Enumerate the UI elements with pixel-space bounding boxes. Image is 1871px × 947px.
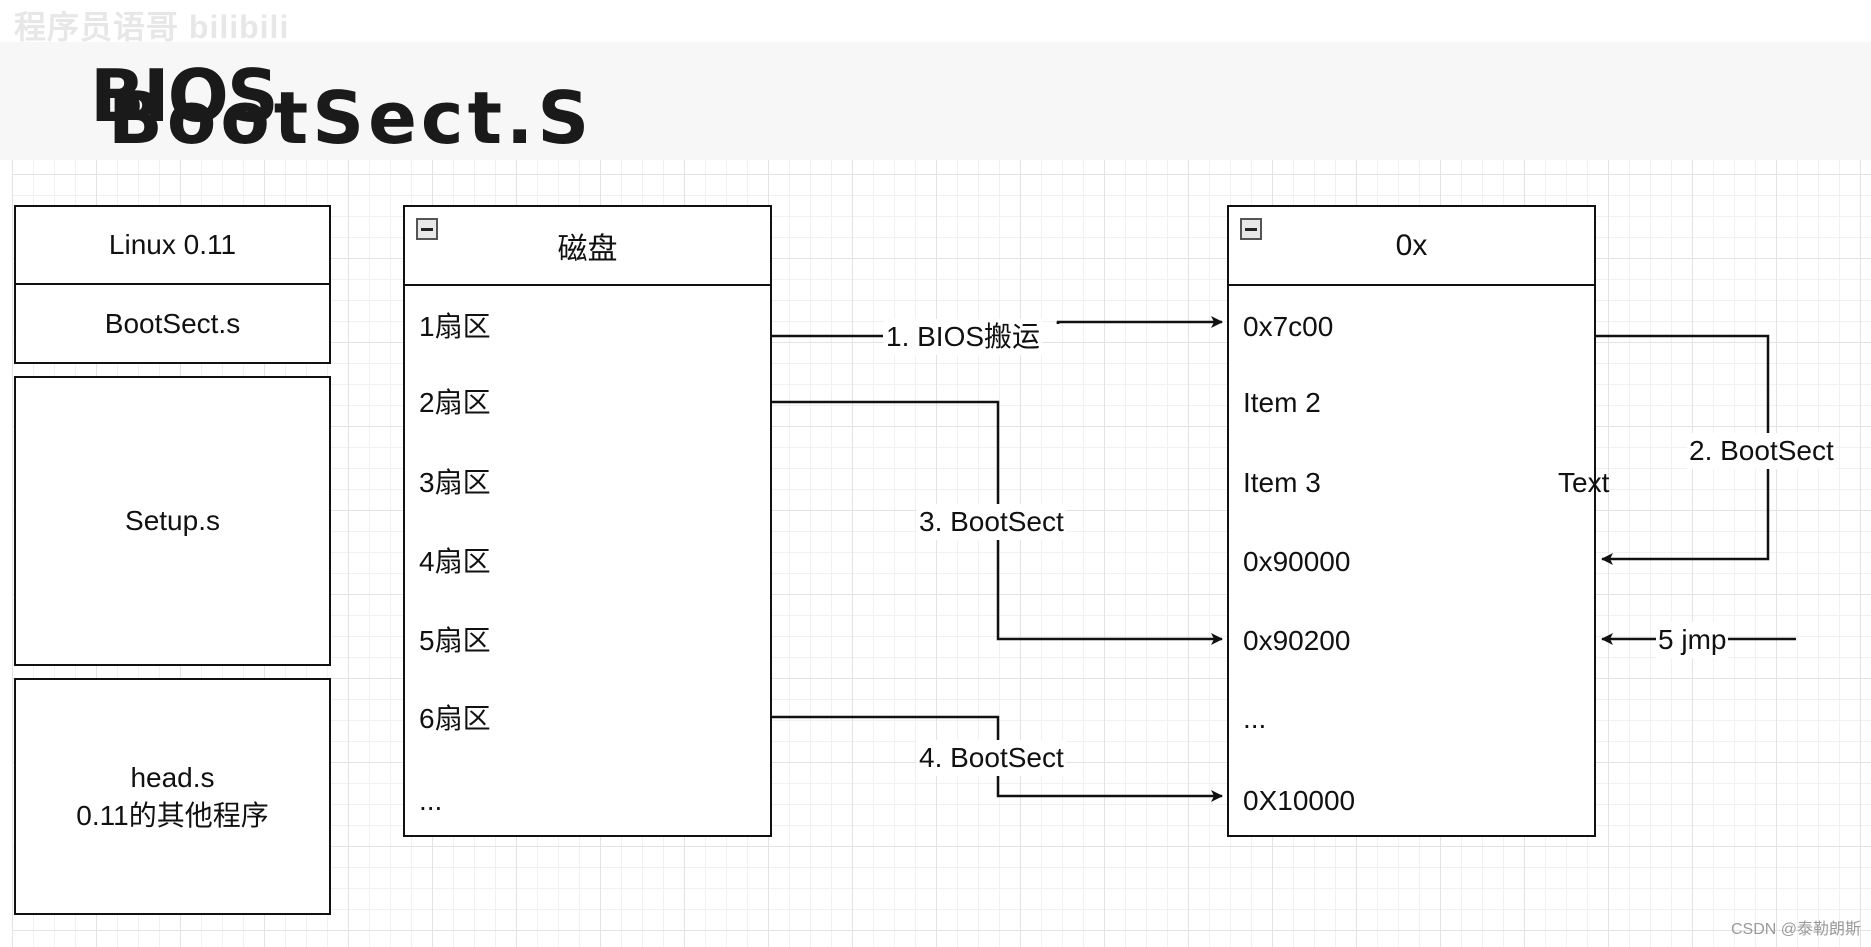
disk-row-2[interactable]: 2扇区 (419, 387, 491, 418)
memory-row-90200[interactable]: 0x90200 (1243, 625, 1351, 656)
disk-row-6[interactable]: 6扇区 (419, 703, 491, 734)
stack-box-head[interactable]: head.s 0.11的其他程序 (14, 678, 331, 915)
stack-label-head: head.s (130, 761, 215, 793)
memory-row-7c00[interactable]: 0x7c00 (1243, 311, 1334, 342)
slide-title-bootsect: BootSect.S (108, 76, 594, 160)
stack-label-bootsect: BootSect.s (104, 307, 241, 339)
memory-row-item-2[interactable]: Item 2 (1243, 387, 1321, 418)
memory-lane-title: 0x (1395, 228, 1428, 262)
disk-row-1[interactable]: 1扇区 (419, 311, 491, 342)
memory-lane[interactable]: 0x 0x7c00 Item 2 Item 3 0x90000 0x90200 … (1227, 205, 1596, 837)
disk-row-3[interactable]: 3扇区 (419, 467, 491, 498)
edge-label-bios-move: 1. BIOS搬运 (884, 319, 1043, 355)
edge-label-bootsect-self: 2. BootSect (1687, 433, 1836, 469)
stack-label-other-programs: 0.11的其他程序 (76, 799, 269, 831)
stack-box-setup[interactable]: Setup.s (14, 376, 331, 666)
disk-collapse-icon[interactable] (416, 218, 438, 240)
memory-row-item-3[interactable]: Item 3 (1243, 467, 1321, 498)
memory-collapse-icon[interactable] (1240, 218, 1262, 240)
stack-label-setup: Setup.s (125, 505, 220, 536)
memory-row-10000[interactable]: 0X10000 (1243, 785, 1356, 816)
stack-label-head-group: head.s 0.11的其他程序 (76, 759, 268, 835)
csdn-credit: CSDN @泰勒朗斯 (1730, 921, 1861, 938)
memory-row-90000[interactable]: 0x90000 (1243, 546, 1351, 577)
memory-lane-header: 0x (1229, 207, 1594, 286)
stack-box-bootsect[interactable]: BootSect.s (14, 283, 331, 364)
edge-label-bootsect-system: 4. BootSect (917, 740, 1066, 776)
disk-row-4[interactable]: 4扇区 (419, 546, 491, 577)
disk-row-more[interactable]: ... (419, 785, 443, 816)
disk-row-5[interactable]: 5扇区 (419, 625, 491, 656)
stack-box-linux[interactable]: Linux 0.11 (14, 205, 331, 285)
slide-title-bios: BIOS (90, 54, 279, 138)
edge-label-jmp: 5 jmp (1656, 622, 1729, 658)
edge-label-bootsect-setup: 3. BootSect (917, 504, 1066, 540)
disk-lane-title: 磁盘 (557, 232, 618, 266)
disk-lane[interactable]: 磁盘 1扇区 2扇区 3扇区 4扇区 5扇区 6扇区 ... (403, 205, 772, 837)
disk-lane-header: 磁盘 (405, 207, 770, 286)
channel-watermark: 程序员语哥 bilibili (14, 9, 290, 45)
top-bar: 程序员语哥 bilibili (0, 0, 1871, 45)
memory-row-more[interactable]: ... (1243, 703, 1267, 734)
title-band (0, 42, 1871, 160)
floating-text-label[interactable]: Text (1558, 467, 1610, 498)
stack-label-linux: Linux 0.11 (108, 229, 237, 260)
